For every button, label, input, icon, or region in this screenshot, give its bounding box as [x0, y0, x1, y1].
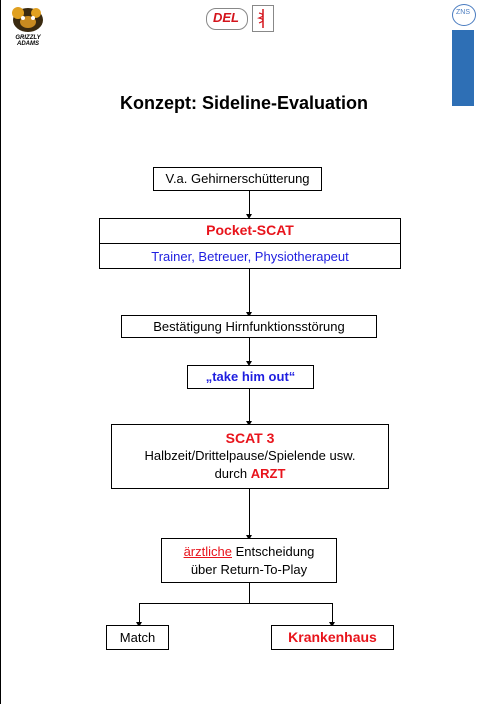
page-title: Konzept: Sideline-Evaluation [119, 93, 369, 113]
connector-2 [249, 269, 250, 313]
connector-5 [249, 489, 250, 536]
grizzly-logo: GRIZZLY ADAMS [6, 4, 50, 50]
pocket-scat-title: Pocket-SCAT [100, 219, 400, 244]
scat3-title: SCAT 3 [225, 430, 275, 446]
arrowhead-3 [246, 361, 252, 366]
suspected-concussion-box: V.a. Gehirnerschütterung [153, 167, 322, 191]
connector-6 [249, 583, 250, 603]
medical-decision-box: ärztliche Entscheidung über Return-To-Pl… [161, 538, 337, 583]
zns-ribbon [452, 30, 474, 106]
arrowhead-2 [246, 312, 252, 317]
medical-icon [252, 5, 274, 32]
del-logo-text: DEL [213, 10, 239, 25]
connector-1 [249, 191, 250, 215]
brain-dysfunction-label: Bestätigung Hirnfunktionsstörung [153, 319, 345, 334]
connector-3 [249, 338, 250, 362]
suspected-concussion-label: V.a. Gehirnerschütterung [165, 171, 310, 186]
take-him-out-box: „take him out“ [187, 365, 314, 389]
grizzly-logo-text: GRIZZLY ADAMS [15, 35, 41, 47]
zns-logo: ZNS [452, 4, 476, 106]
arrowhead-right [329, 622, 335, 627]
branch-left-drop [139, 603, 140, 624]
arrowhead-left [136, 622, 142, 627]
scat3-by-label: durch [214, 466, 248, 481]
scat3-box: SCAT 3 Halbzeit/Drittelpause/Spielende u… [111, 424, 389, 489]
return-to-play-label: über Return-To-Play [190, 562, 308, 577]
arrowhead-4 [246, 421, 252, 426]
take-him-out-label: „take him out“ [205, 369, 296, 384]
scat3-timing: Halbzeit/Drittelpause/Spielende usw. [144, 448, 356, 463]
arrowhead-5 [246, 535, 252, 540]
connector-4 [249, 389, 250, 422]
branch-horizontal [139, 603, 333, 604]
hospital-box: Krankenhaus [271, 625, 394, 650]
branch-right-drop [332, 603, 333, 624]
arrowhead-1 [246, 214, 252, 219]
del-logo: DEL [206, 5, 274, 32]
zns-logo-text: ZNS [456, 9, 470, 16]
left-border [0, 0, 1, 704]
match-label: Match [119, 630, 156, 645]
medical-decision-word: Entscheidung [235, 544, 315, 559]
brain-dysfunction-box: Bestätigung Hirnfunktionsstörung [121, 315, 377, 338]
match-box: Match [106, 625, 169, 650]
medical-decision-highlight: ärztliche [183, 544, 232, 559]
medical-decision-line1: ärztliche Entscheidung [162, 543, 336, 561]
hospital-label: Krankenhaus [288, 629, 377, 645]
scat3-doctor-label: ARZT [250, 466, 286, 481]
pocket-scat-box: Pocket-SCAT Trainer, Betreuer, Physiothe… [99, 218, 401, 269]
scat3-by-doctor: durch ARZT [112, 465, 388, 483]
pocket-scat-staff: Trainer, Betreuer, Physiotherapeut [151, 249, 349, 264]
